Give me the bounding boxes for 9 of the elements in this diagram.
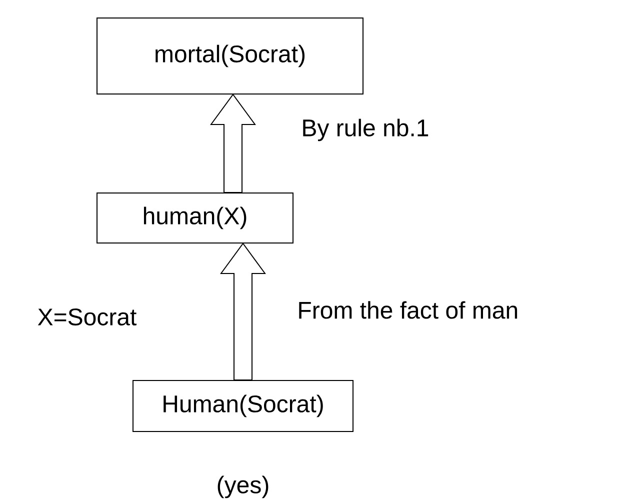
node-caption: (yes)	[218, 476, 268, 498]
hollow-arrow	[210, 94, 256, 193]
edge-label: By rule nb.1	[303, 118, 428, 142]
text-box: Human(Socrat)	[132, 380, 354, 432]
edge-label: From the fact of man	[299, 301, 518, 319]
label: X=Socrat	[38, 308, 137, 326]
hollow-arrow	[220, 242, 266, 380]
text-box: human(X)	[96, 192, 294, 244]
text-box: mortal(Socrat)	[96, 18, 364, 94]
